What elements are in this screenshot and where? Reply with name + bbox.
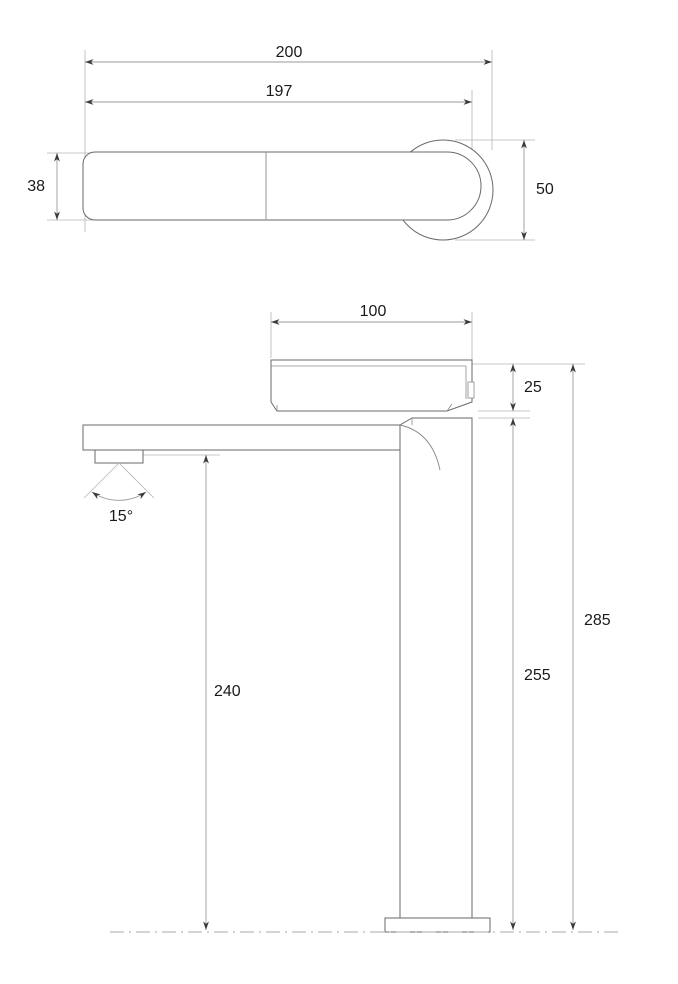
spout-plan-outline [82,151,482,221]
spray-angle-arc [91,491,147,501]
dimension-197: 197 [85,83,472,105]
dimension-38-label: 38 [27,178,45,195]
spray-cone-left-edge [83,462,120,499]
tap-body-column-outline [399,417,473,919]
spray-angle-15-degrees: 15° [83,462,155,525]
lever-handle-right-tick [446,403,453,412]
aerator-block [94,449,144,464]
top-view-group: 200 197 38 50 [27,44,554,241]
spray-cone-right-edge [118,462,155,499]
dimension-50-label: 50 [536,181,554,198]
dimension-50: 50 [521,140,554,240]
lever-pivot-detail [467,381,475,399]
dimension-197-label: 197 [266,83,293,100]
dimension-240: 240 [203,455,241,930]
dimension-25-label: 25 [524,379,542,396]
spout-arm-outline [82,424,401,451]
dimension-285-label: 285 [584,612,611,629]
dimension-25: 25 [510,364,542,411]
dimension-240-label: 240 [214,683,241,700]
dimension-100-label: 100 [360,303,387,320]
dimension-100: 100 [271,303,472,325]
side-view-group: 100 25 255 285 240 [82,303,620,933]
dimension-285: 285 [570,364,611,930]
lever-handle-outline [270,359,473,412]
dimension-200-label: 200 [276,44,303,61]
dimension-255-label: 255 [524,667,551,684]
body-spout-fillet-curve [399,424,441,471]
base-plate [384,917,491,933]
dimension-200: 200 [85,44,492,65]
spray-angle-label: 15° [109,508,133,525]
dimension-38: 38 [27,153,60,220]
dimension-255: 255 [510,418,551,930]
